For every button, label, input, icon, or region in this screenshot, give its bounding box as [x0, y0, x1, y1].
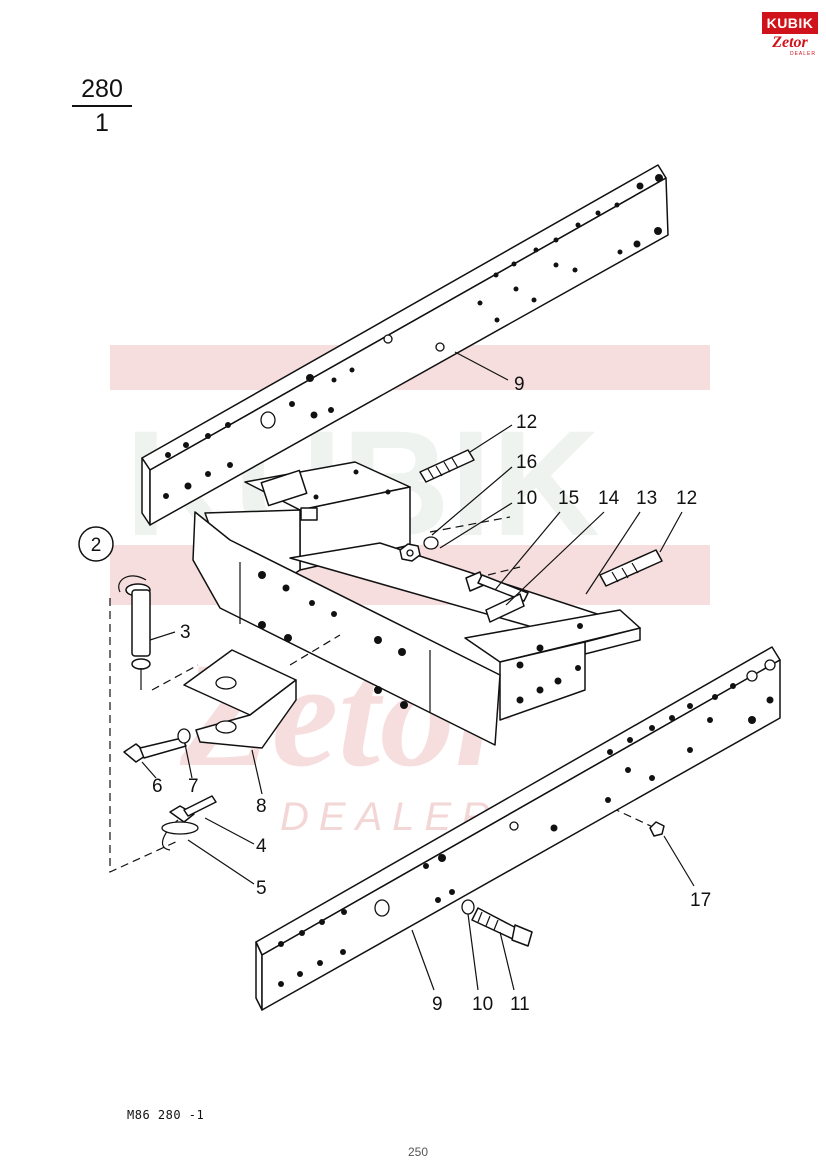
callout-4: 4 — [256, 836, 267, 857]
callout-17: 17 — [690, 890, 711, 911]
callout-12-right: 12 — [676, 488, 697, 509]
pin-4 — [161, 795, 217, 851]
assembly-lines — [109, 516, 656, 873]
washer-10-upper — [423, 536, 439, 550]
pin-3 — [118, 575, 151, 690]
group-marker-circle — [78, 526, 114, 562]
page-number-top: 280 — [72, 74, 132, 107]
stud-12-upper — [419, 449, 475, 483]
callout-15: 15 — [558, 488, 579, 509]
callout-11: 11 — [510, 994, 530, 1015]
callout-3: 3 — [180, 622, 191, 643]
top-nut — [300, 507, 318, 521]
logo-brand-text: KUBIK — [762, 12, 818, 34]
hitch-jaw-8 — [183, 649, 297, 749]
logo-sub-text: Zetor — [772, 34, 808, 51]
screw-17 — [649, 821, 665, 837]
callout-9-upper: 9 — [514, 374, 525, 395]
lower-rail-holes — [278, 659, 776, 987]
logo-tag-text: DEALER — [789, 51, 816, 57]
bolt-6 — [123, 737, 187, 763]
callout-6: 6 — [152, 776, 163, 797]
drawbar-bracket — [192, 461, 641, 746]
callout-10-lower: 10 — [472, 994, 493, 1015]
callout-9-lower: 9 — [432, 994, 443, 1015]
page-number-bottom: 1 — [95, 109, 109, 137]
bracket-holes — [258, 469, 583, 709]
callout-10-upper: 10 — [516, 488, 537, 509]
callout-16: 16 — [516, 452, 537, 473]
upper-rail-holes — [163, 174, 663, 499]
top-plate — [260, 469, 308, 507]
nut-16 — [399, 543, 421, 562]
document-code: M86 280 -1 — [127, 1108, 205, 1122]
plate-14 — [485, 593, 525, 623]
bottom-page-number: 250 — [408, 1145, 429, 1159]
callout-12-upper: 12 — [516, 412, 537, 433]
stud-12-right — [599, 549, 663, 587]
bolt-11 — [471, 907, 533, 947]
callout-5: 5 — [256, 878, 267, 899]
page-number: 280 1 — [72, 74, 132, 138]
leader-lines — [141, 351, 695, 991]
upper-frame-rail — [141, 164, 669, 526]
group-marker-label: 2 — [91, 535, 102, 556]
washer-7 — [177, 728, 191, 744]
brand-logo: KUBIK Zetor DEALER — [762, 12, 818, 60]
callout-13: 13 — [636, 488, 657, 509]
callout-7: 7 — [188, 776, 199, 797]
bolt-15 — [465, 571, 529, 602]
callout-14: 14 — [598, 488, 620, 509]
callout-8: 8 — [256, 796, 267, 817]
washer-10-lower — [461, 899, 475, 915]
lower-frame-rail — [255, 646, 781, 1011]
